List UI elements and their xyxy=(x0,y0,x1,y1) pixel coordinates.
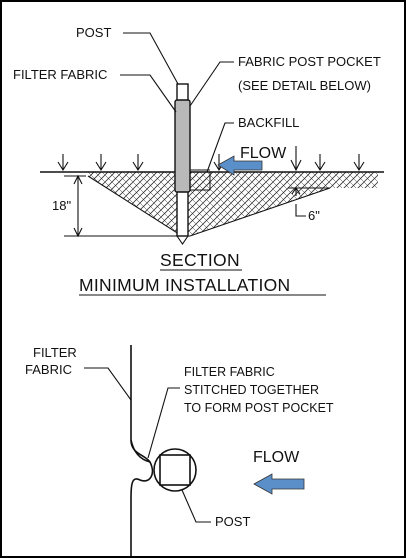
leader-backfill xyxy=(206,122,234,173)
flow-arrow-section xyxy=(217,155,263,176)
label-depth-6: 6" xyxy=(308,208,320,223)
dimension-18 xyxy=(64,174,180,238)
fabric-post-pocket xyxy=(174,99,191,193)
label-stitched-line1: FILTER FABRIC xyxy=(184,365,275,379)
ground-arrows xyxy=(57,146,365,172)
leader-post xyxy=(123,32,179,85)
label-pocket-line2: (SEE DETAIL BELOW) xyxy=(238,78,371,93)
label-flow-section: FLOW xyxy=(240,145,287,162)
label-backfill: BACKFILL xyxy=(238,115,299,130)
leader-post-detail xyxy=(181,489,211,523)
post-tip xyxy=(176,235,189,245)
leader-filter-fabric xyxy=(120,74,177,113)
label-post-detail: POST xyxy=(215,514,250,529)
label-stitched-line3: TO FORM POST POCKET xyxy=(184,401,334,415)
dimension-6 xyxy=(288,187,330,217)
section-title-line1: SECTION xyxy=(160,250,240,270)
leader-stitched xyxy=(147,387,180,459)
label-stitched-line2: STITCHED TOGETHER xyxy=(184,383,319,397)
backfill-block xyxy=(189,171,211,191)
section-title-line2: MINIMUM INSTALLATION xyxy=(79,275,290,295)
label-post: POST xyxy=(76,25,111,40)
pocket-circle xyxy=(153,448,197,492)
pocket-detail-view: FILTER FABRIC FILTER FABRIC STITCHED TOG… xyxy=(25,345,334,556)
flow-arrow-detail xyxy=(253,473,305,495)
leader-filter-detail xyxy=(84,367,132,401)
label-filter-line2: FABRIC xyxy=(25,362,72,377)
label-flow-detail: FLOW xyxy=(253,449,300,466)
label-filter-fabric: FILTER FABRIC xyxy=(13,67,107,82)
label-pocket-line1: FABRIC POST POCKET xyxy=(238,54,381,69)
fabric-seam xyxy=(130,439,151,463)
leader-pocket xyxy=(189,61,234,107)
post-square xyxy=(159,454,191,486)
label-depth-18: 18" xyxy=(52,198,71,213)
section-view: POST FILTER FABRIC FABRIC POST POCKET (S… xyxy=(13,25,384,296)
label-filter-line1: FILTER xyxy=(33,345,77,360)
